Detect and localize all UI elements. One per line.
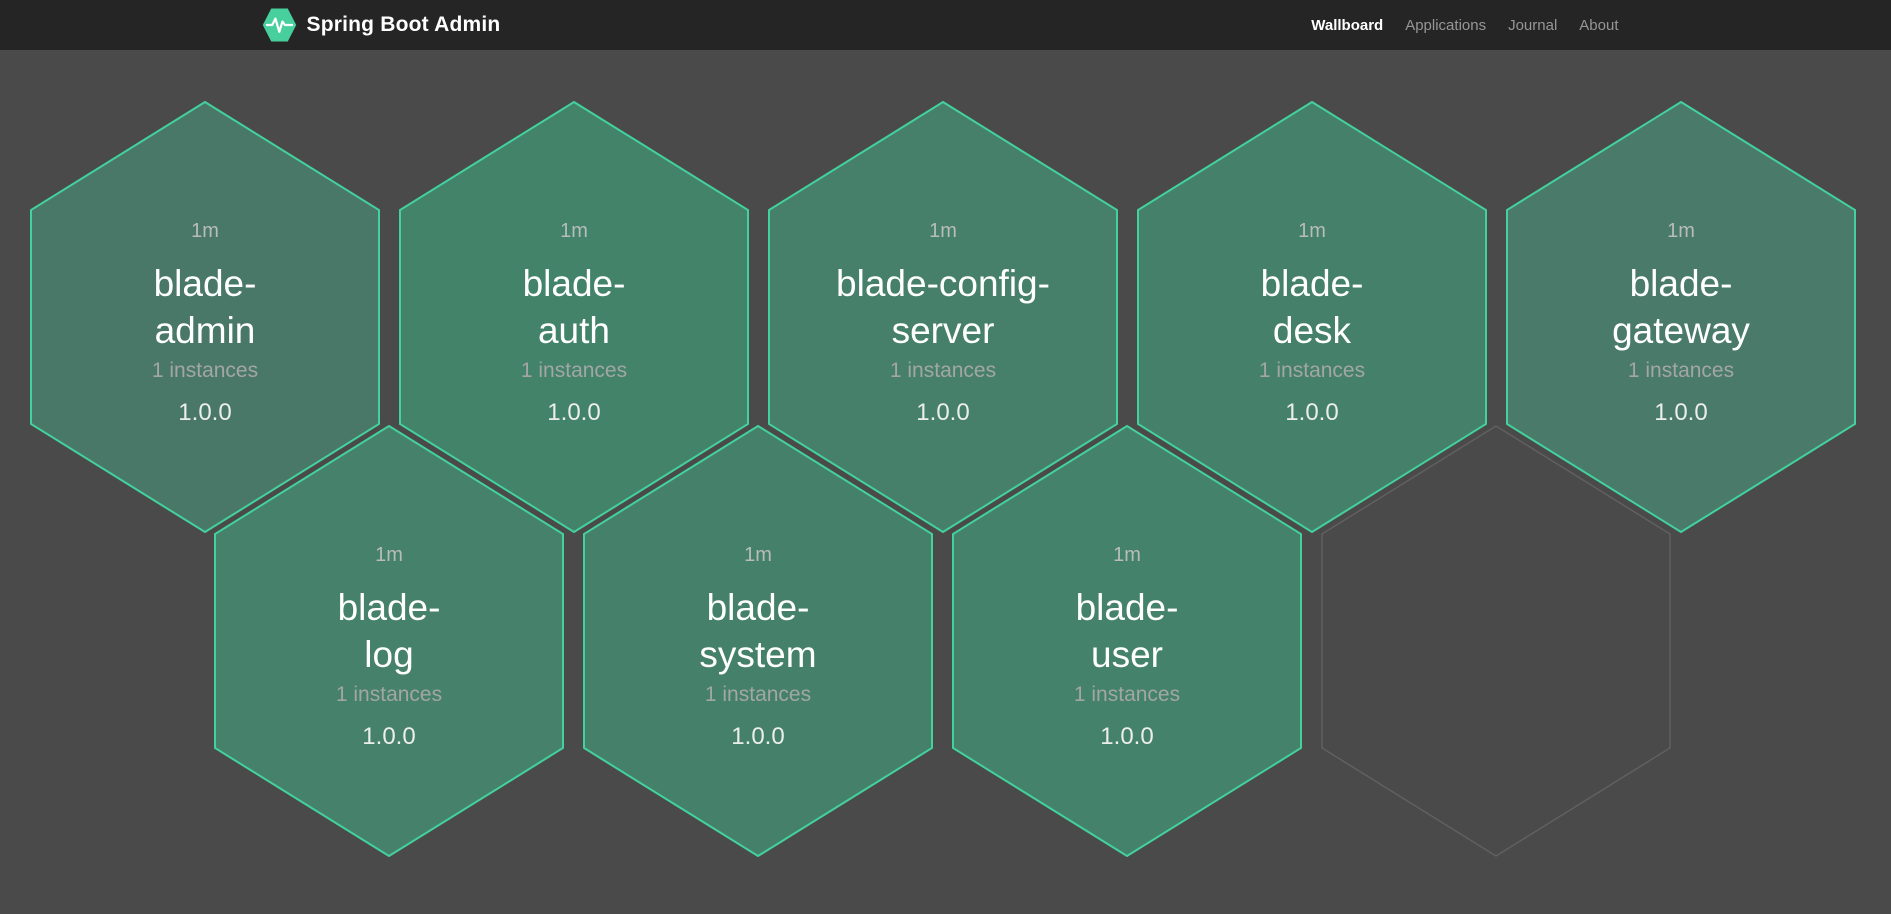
uptime-label: 1m	[1667, 220, 1695, 242]
nav-item-applications[interactable]: Applications	[1405, 16, 1487, 34]
hexagon-content: 1m blade- admin 1 instances 1.0.0	[30, 101, 380, 533]
hexagon-shape	[214, 425, 564, 857]
uptime-label: 1m	[191, 220, 219, 242]
hexagon-shape	[30, 101, 380, 533]
uptime-label: 1m	[1113, 544, 1141, 566]
application-hexagon-blade-gateway[interactable]: 1m blade- gateway 1 instances 1.0.0	[1506, 101, 1856, 533]
application-hexagon-blade-auth[interactable]: 1m blade- auth 1 instances 1.0.0	[399, 101, 749, 533]
nav-item-wallboard[interactable]: Wallboard	[1311, 16, 1384, 34]
hexagon-content: 1m blade- log 1 instances 1.0.0	[214, 425, 564, 857]
spring-boot-admin-logo-icon	[262, 8, 296, 42]
hexagon-shape	[768, 101, 1118, 533]
instances-label: 1 instances	[704, 683, 812, 706]
version-label: 1.0.0	[1100, 723, 1154, 750]
hexagon-content: 1m blade- user 1 instances 1.0.0	[952, 425, 1302, 857]
hexagon-shape	[583, 425, 933, 857]
nav-item-journal[interactable]: Journal	[1508, 16, 1558, 34]
application-hexagon-blade-log[interactable]: 1m blade- log 1 instances 1.0.0	[214, 425, 564, 857]
version-label: 1.0.0	[178, 399, 232, 426]
application-hexagon-blade-user[interactable]: 1m blade- user 1 instances 1.0.0	[952, 425, 1302, 857]
version-label: 1.0.0	[1285, 399, 1339, 426]
application-name: blade- gateway	[1612, 263, 1750, 351]
hexagon-shape	[1137, 101, 1487, 533]
wallboard: 1m blade- admin 1 instances 1.0.0 1m bla…	[0, 50, 1891, 914]
hexagon-content: 1m blade- auth 1 instances 1.0.0	[399, 101, 749, 533]
uptime-label: 1m	[560, 220, 588, 242]
application-name: blade- log	[337, 587, 441, 675]
hexagon-shape	[952, 425, 1302, 857]
hexagon-content: 1m blade- gateway 1 instances 1.0.0	[1506, 101, 1856, 533]
empty-hexagon-slot	[1321, 425, 1671, 857]
hexagon-shape	[1506, 101, 1856, 533]
application-name: blade- auth	[522, 263, 626, 351]
top-navbar: Spring Boot Admin Wallboard Applications…	[0, 0, 1891, 50]
instances-label: 1 instances	[1258, 359, 1366, 382]
version-label: 1.0.0	[1654, 399, 1708, 426]
application-name: blade- desk	[1260, 263, 1364, 351]
brand-title: Spring Boot Admin	[306, 13, 501, 36]
instances-label: 1 instances	[1627, 359, 1735, 382]
nav-item-about[interactable]: About	[1579, 16, 1619, 34]
hexagon-content: 1m blade- system 1 instances 1.0.0	[583, 425, 933, 857]
hexagon-shape	[399, 101, 749, 533]
version-label: 1.0.0	[916, 399, 970, 426]
hexagon-content: 1m blade- desk 1 instances 1.0.0	[1137, 101, 1487, 533]
uptime-label: 1m	[375, 544, 403, 566]
application-name: blade- user	[1075, 587, 1179, 675]
brand-link[interactable]: Spring Boot Admin	[262, 7, 501, 43]
nav-menu: Wallboard Applications Journal About	[1300, 17, 1629, 34]
version-label: 1.0.0	[362, 723, 416, 750]
instances-label: 1 instances	[151, 359, 259, 382]
uptime-label: 1m	[929, 220, 957, 242]
navbar-container: Spring Boot Admin Wallboard Applications…	[262, 0, 1630, 50]
application-hexagon-blade-system[interactable]: 1m blade- system 1 instances 1.0.0	[583, 425, 933, 857]
application-hexagon-blade-desk[interactable]: 1m blade- desk 1 instances 1.0.0	[1137, 101, 1487, 533]
instances-label: 1 instances	[1073, 683, 1181, 706]
uptime-label: 1m	[744, 544, 772, 566]
application-name: blade- admin	[153, 263, 257, 351]
application-hexagon-blade-admin[interactable]: 1m blade- admin 1 instances 1.0.0	[30, 101, 380, 533]
application-name: blade-config- server	[836, 263, 1050, 351]
hexagon-content: 1m blade-config- server 1 instances 1.0.…	[768, 101, 1118, 533]
application-name: blade- system	[699, 587, 817, 675]
empty-hexagon-outline	[1321, 425, 1671, 857]
uptime-label: 1m	[1298, 220, 1326, 242]
application-hexagon-blade-config-server[interactable]: 1m blade-config- server 1 instances 1.0.…	[768, 101, 1118, 533]
instances-label: 1 instances	[520, 359, 628, 382]
instances-label: 1 instances	[889, 359, 997, 382]
instances-label: 1 instances	[335, 683, 443, 706]
version-label: 1.0.0	[731, 723, 785, 750]
version-label: 1.0.0	[547, 399, 601, 426]
